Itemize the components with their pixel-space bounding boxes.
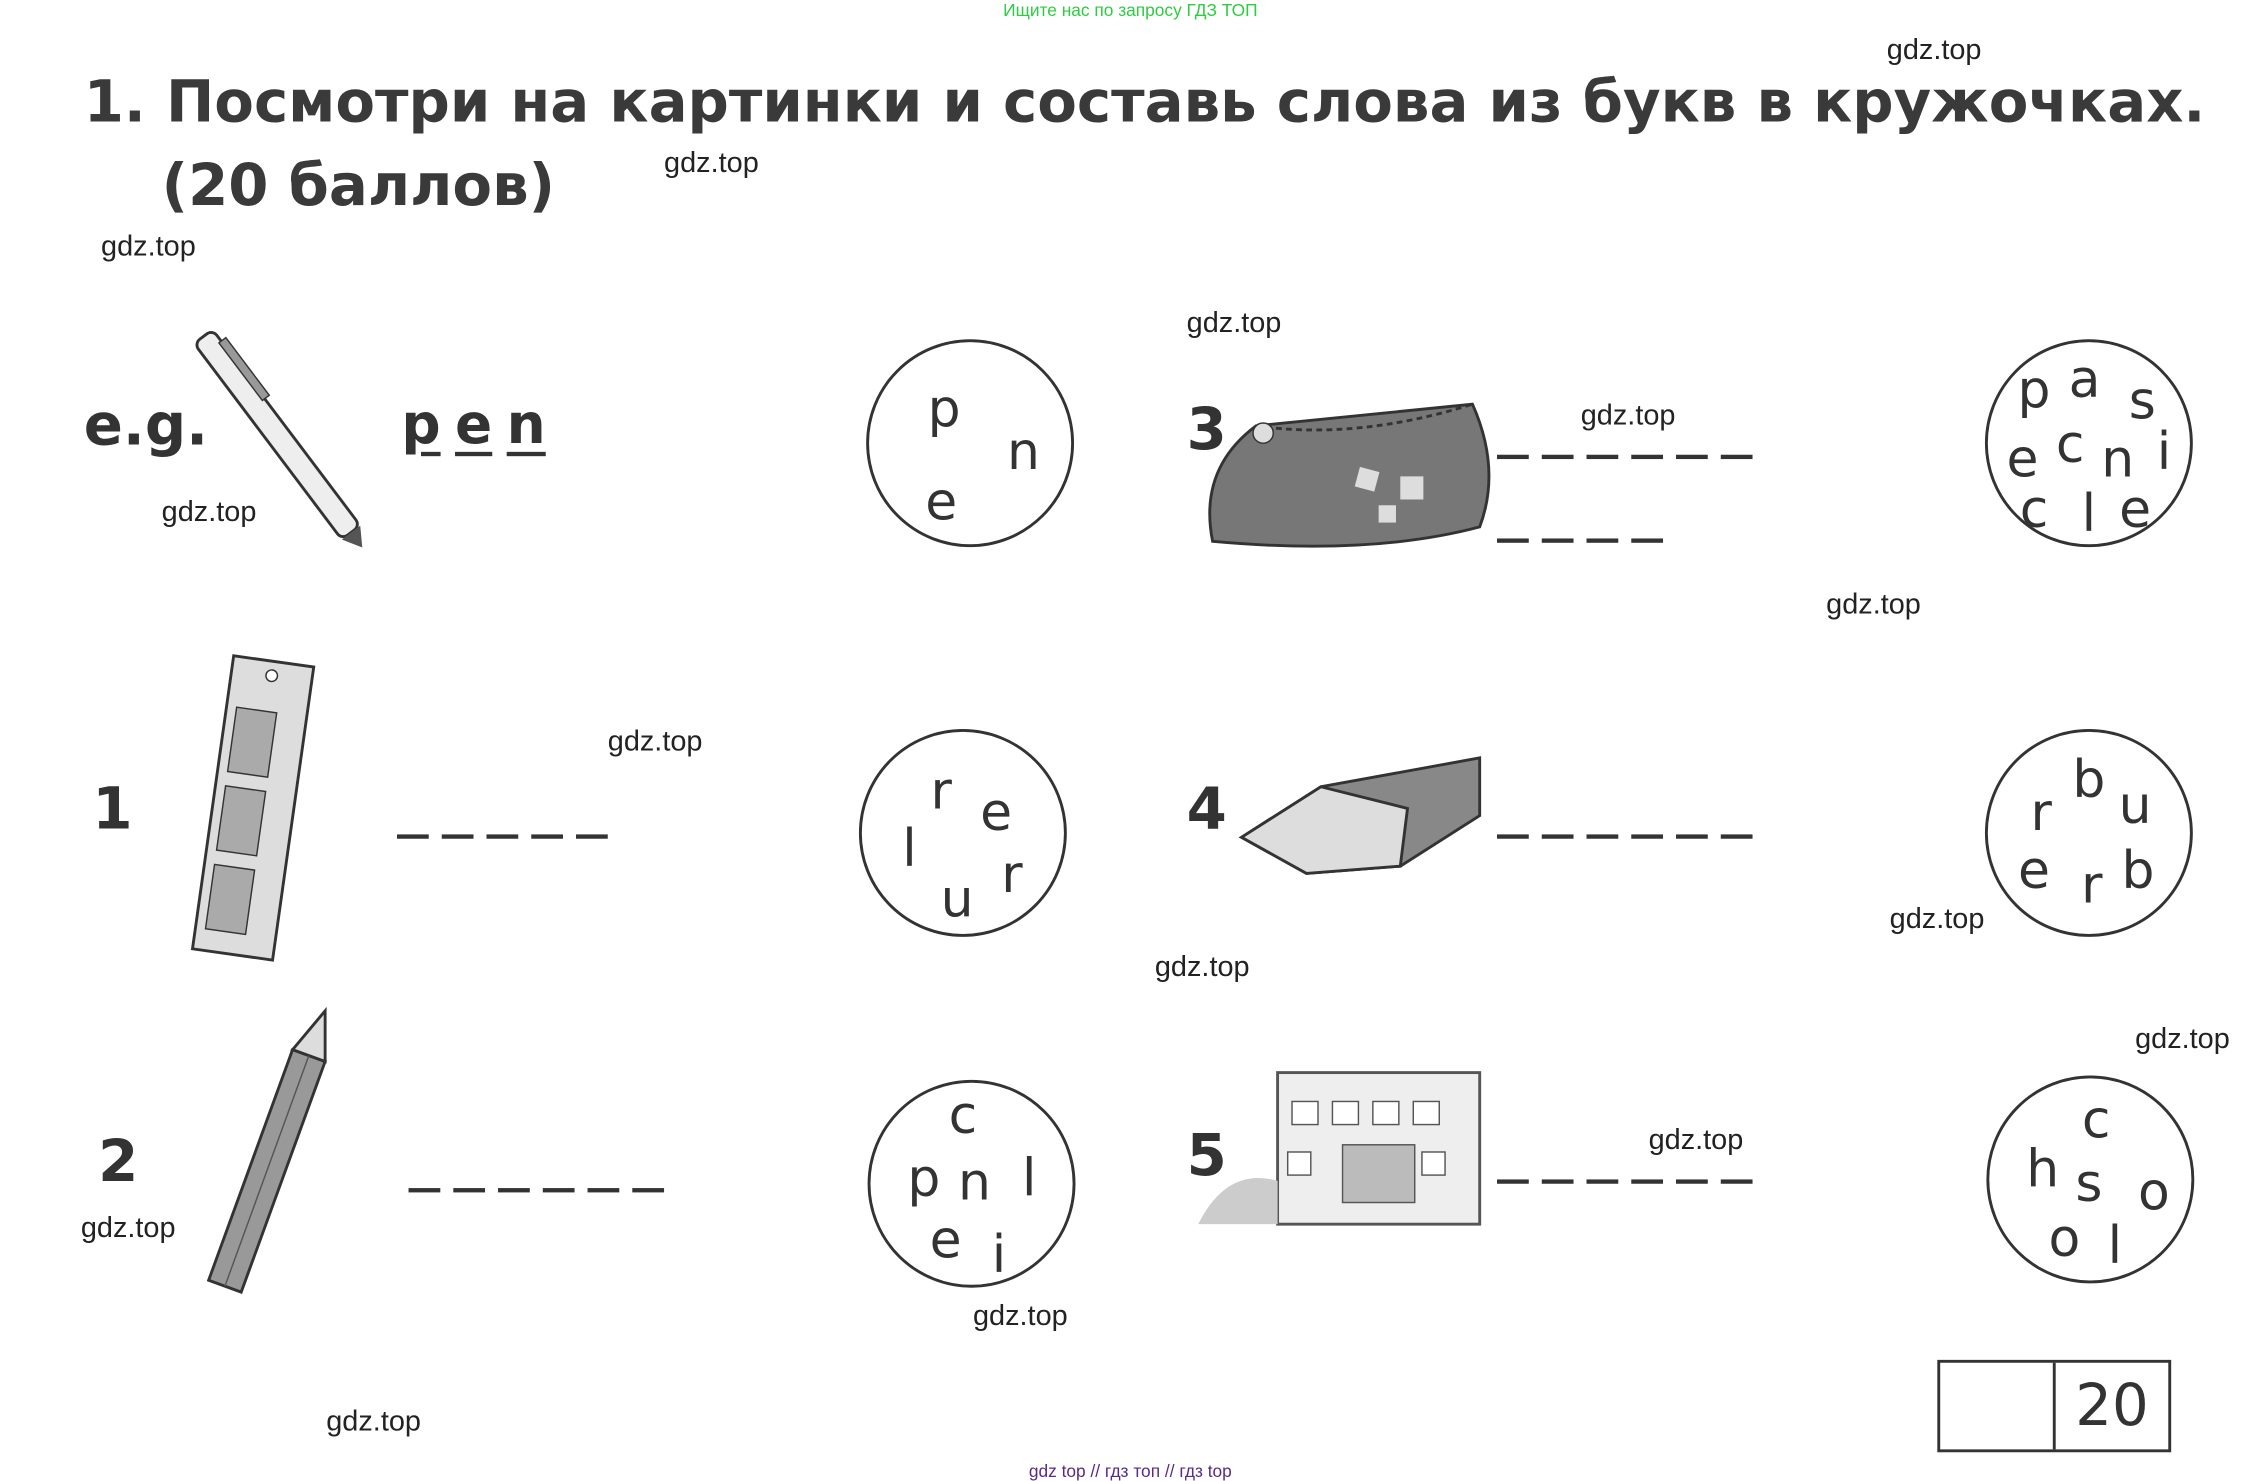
watermark: gdz.top [664, 147, 759, 180]
watermark: gdz.top [326, 1406, 421, 1438]
school-picture [1198, 1071, 1482, 1226]
answer-blank[interactable] [1497, 538, 1664, 543]
ruler-picture [190, 654, 316, 962]
watermark: gdz.top [1886, 34, 1982, 67]
watermark: gdz.top [101, 230, 196, 263]
score-value-cell[interactable] [1940, 1363, 2053, 1450]
example-label: e.g. [83, 392, 209, 460]
letter-circle-5: c h s o o l [1986, 1075, 2195, 1284]
watermark: gdz.top [1154, 951, 1250, 984]
letter-circle-3: p a s e c n i c l e [1984, 339, 2193, 548]
letter-circle-4: b u r e r b [1984, 729, 2193, 937]
pencil-picture [206, 1006, 327, 1294]
letter-circle-2: c p n l e i [867, 1079, 1076, 1288]
watermark: gdz.top [1186, 307, 1282, 340]
watermark: gdz.top [607, 726, 703, 758]
answer-blank[interactable] [396, 834, 608, 839]
watermark: gdz.top [972, 1300, 1068, 1333]
item-number: 5 [1186, 1123, 1227, 1190]
answer-blank[interactable] [1497, 834, 1753, 839]
letter-circle-1: r e l u r [858, 729, 1067, 937]
item-number: 2 [98, 1128, 139, 1196]
score-box: 20 [1937, 1359, 2172, 1453]
item-number: 1 [92, 776, 133, 844]
watermark: gdz.top [1648, 1124, 1744, 1157]
answer-blank[interactable] [1497, 454, 1753, 460]
pen-picture [195, 331, 363, 548]
watermark: gdz.top [1826, 588, 1921, 621]
answer-blank[interactable] [408, 1188, 665, 1193]
item-number: 4 [1186, 776, 1227, 844]
task-title: 1. Посмотри на картинки и составь слова … [84, 61, 2206, 228]
letter-circle-example: p n e [866, 339, 1075, 548]
task-points: (20 баллов) [161, 153, 556, 220]
score-max: 20 [2052, 1362, 2168, 1450]
watermark: gdz.top [1889, 903, 1985, 936]
item-number: 3 [1186, 396, 1227, 464]
answer-blank[interactable] [1497, 1179, 1753, 1184]
watermark: gdz.top [1580, 399, 1676, 432]
search-hint: Ищите нас по запросу ГДЗ ТОП [1003, 0, 1258, 21]
footer-note: gdz top // гдз топ // гдз top [1028, 1460, 1232, 1481]
watermark: gdz.top [2135, 1023, 2230, 1056]
watermark: gdz.top [80, 1212, 176, 1245]
task-title-line1: 1. Посмотри на картинки и составь слова … [83, 69, 2206, 136]
pencil-case-picture [1208, 402, 1491, 548]
rubber-picture [1238, 756, 1482, 875]
watermark: gdz.top [161, 496, 257, 529]
